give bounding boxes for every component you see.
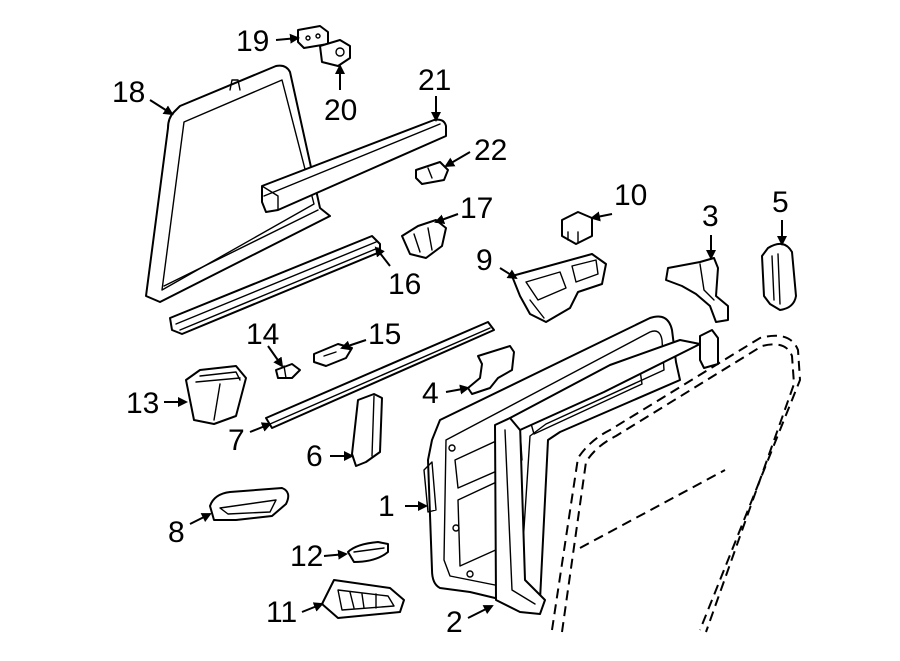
armrest-bezel <box>511 253 607 323</box>
pillar-trim <box>351 393 383 467</box>
callout-2: 2 <box>446 605 494 639</box>
bulb <box>275 363 301 379</box>
hinge-bracket <box>319 39 351 67</box>
callout-label-10: 10 <box>614 179 647 212</box>
lower-bezel <box>321 579 405 619</box>
callout-16: 16 <box>374 246 421 301</box>
callout-label-4: 4 <box>422 377 439 410</box>
callout-3: 3 <box>702 200 719 260</box>
callout-7: 7 <box>228 422 272 457</box>
callout-11: 11 <box>266 596 324 629</box>
callout-19: 19 <box>236 25 300 58</box>
callout-label-21: 21 <box>418 64 451 97</box>
callout-label-7: 7 <box>228 424 245 457</box>
handle-pocket <box>209 487 290 521</box>
callout-label-1: 1 <box>378 490 395 523</box>
callout-label-15: 15 <box>368 318 401 351</box>
callout-label-2: 2 <box>446 606 463 639</box>
callout-label-18: 18 <box>112 76 145 109</box>
switch <box>561 211 593 245</box>
callout-6: 6 <box>306 440 354 473</box>
trim-piece-4 <box>467 345 515 395</box>
callout-4: 4 <box>422 377 470 410</box>
callout-14: 14 <box>246 318 284 368</box>
window-frame <box>145 64 331 303</box>
callout-15: 15 <box>340 318 401 351</box>
callout-10: 10 <box>590 179 647 222</box>
callout-20: 20 <box>324 64 357 127</box>
callout-label-14: 14 <box>246 318 279 351</box>
callout-label-8: 8 <box>168 516 185 549</box>
callout-22: 22 <box>444 134 507 168</box>
lamp-lens <box>347 541 389 563</box>
callout-21: 21 <box>418 64 451 122</box>
side-cover <box>761 242 797 311</box>
callout-label-5: 5 <box>772 186 789 219</box>
callout-17: 17 <box>434 192 493 225</box>
small-block <box>699 329 719 369</box>
callout-12: 12 <box>290 540 348 573</box>
callout-label-12: 12 <box>290 540 323 573</box>
callout-label-16: 16 <box>388 268 421 301</box>
storage-bin <box>185 365 247 425</box>
callout-label-9: 9 <box>476 244 493 277</box>
door-shell <box>551 334 802 633</box>
callout-label-19: 19 <box>236 25 269 58</box>
callout-label-3: 3 <box>702 200 719 233</box>
callout-18: 18 <box>112 76 174 116</box>
callout-8: 8 <box>168 513 212 549</box>
callout-label-6: 6 <box>306 440 323 473</box>
bracket <box>665 257 729 323</box>
callout-label-17: 17 <box>460 192 493 225</box>
callout-9: 9 <box>476 244 518 280</box>
callout-13: 13 <box>126 387 188 420</box>
clip <box>415 161 449 185</box>
callout-label-22: 22 <box>474 134 507 167</box>
callout-label-11: 11 <box>266 596 297 629</box>
belt-molding <box>261 118 447 213</box>
callout-5: 5 <box>772 186 789 246</box>
callout-label-20: 20 <box>324 94 357 127</box>
clip-bracket <box>401 219 447 259</box>
callout-label-13: 13 <box>126 387 159 420</box>
callout-1: 1 <box>378 490 428 523</box>
